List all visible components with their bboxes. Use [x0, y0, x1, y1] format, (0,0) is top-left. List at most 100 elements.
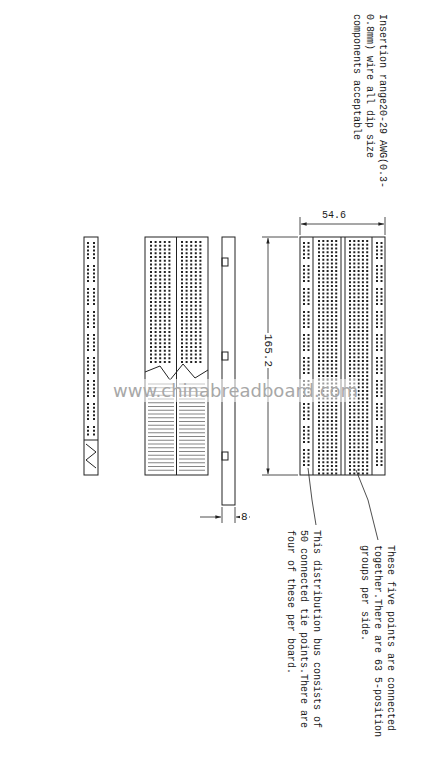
side-notch [222, 452, 228, 460]
tie-point-hole [195, 357, 197, 359]
tie-point-hole [331, 458, 333, 460]
tie-point-hole [308, 418, 310, 420]
tie-point-hole [93, 411, 95, 413]
tie-point-hole [318, 424, 320, 426]
tie-point-hole [331, 240, 333, 242]
tie-point-hole [358, 364, 360, 366]
tie-point-hole [381, 357, 383, 359]
tie-point-hole [318, 420, 320, 422]
tie-point-hole [199, 252, 201, 254]
tie-point-hole [181, 354, 183, 356]
tie-point-hole [353, 454, 355, 456]
tie-point-hole [349, 315, 351, 317]
tie-point-hole [93, 388, 95, 390]
tie-point-hole [376, 342, 378, 344]
tie-point-hole [331, 315, 333, 317]
tie-point-hole [308, 460, 310, 462]
tie-point-hole [376, 246, 378, 248]
tie-point-hole [327, 248, 329, 250]
tie-point-hole [195, 249, 197, 251]
tie-point-hole [327, 326, 329, 328]
metal-strip [148, 406, 174, 407]
tie-point-hole [376, 334, 378, 336]
tie-point-hole [318, 323, 320, 325]
tie-point-hole [318, 413, 320, 415]
tie-point-hole [199, 354, 201, 356]
tie-point-hole [358, 360, 360, 362]
tie-point-hole [303, 265, 305, 267]
tie-point-hole [335, 315, 337, 317]
tie-point-hole [199, 327, 201, 329]
tie-point-hole [159, 309, 161, 311]
tie-point-hole [322, 368, 324, 370]
tie-point-hole [376, 395, 378, 397]
tie-point-hole [303, 311, 305, 313]
tie-point-hole [331, 454, 333, 456]
tie-point-hole [93, 334, 95, 336]
tie-point-hole [376, 391, 378, 393]
tie-point-hole [349, 424, 351, 426]
tie-point-hole [335, 281, 337, 283]
metal-strip [179, 410, 205, 411]
tie-point-hole [366, 375, 368, 377]
tie-point-hole [349, 368, 351, 370]
tie-point-hole [349, 473, 351, 475]
tie-point-hole [199, 264, 201, 266]
tie-point-hole [362, 251, 364, 253]
tie-point-hole [327, 375, 329, 377]
tie-point-hole [366, 416, 368, 418]
tie-point-hole [190, 350, 192, 352]
tie-point-hole [362, 308, 364, 310]
tie-point-hole [366, 244, 368, 246]
tie-point-hole [353, 431, 355, 433]
tie-point-hole [93, 315, 95, 317]
tie-point-hole [164, 327, 166, 329]
tie-point-hole [376, 288, 378, 290]
tie-point-hole [335, 439, 337, 441]
tie-point-hole [308, 338, 310, 340]
tie-point-hole [181, 357, 183, 359]
tie-point-hole [349, 338, 351, 340]
tie-point-hole [362, 416, 364, 418]
tie-point-hole [199, 324, 201, 326]
tie-point-hole [381, 315, 383, 317]
tie-point-hole [318, 443, 320, 445]
tie-point-hole [376, 296, 378, 298]
tie-point-hole [155, 335, 157, 337]
tie-point-hole [335, 428, 337, 430]
tie-point-hole [93, 391, 95, 393]
tie-point-hole [164, 331, 166, 333]
tie-point-hole [353, 446, 355, 448]
tie-point-hole [366, 323, 368, 325]
tie-point-hole [327, 454, 329, 456]
tie-point-hole [308, 276, 310, 278]
tie-point-hole [366, 379, 368, 381]
board-edge-view [84, 237, 98, 475]
tie-point-hole [195, 342, 197, 344]
tie-point-hole [349, 405, 351, 407]
tie-point-hole [322, 465, 324, 467]
tie-point-hole [93, 372, 95, 374]
tie-point-hole [353, 450, 355, 452]
tie-point-hole [362, 424, 364, 426]
tie-point-hole [366, 281, 368, 283]
tie-point-hole [195, 275, 197, 277]
tie-point-hole [381, 280, 383, 282]
tie-point-hole [349, 326, 351, 328]
tie-point-hole [331, 371, 333, 373]
tie-point-hole [358, 368, 360, 370]
tie-point-hole [327, 255, 329, 257]
tie-point-hole [366, 326, 368, 328]
tie-point-hole [353, 341, 355, 343]
tie-point-hole [366, 420, 368, 422]
tie-point-hole [318, 465, 320, 467]
tie-point-hole [168, 290, 170, 292]
tie-point-hole [150, 282, 152, 284]
tie-point-hole [199, 335, 201, 337]
tie-point-hole [362, 405, 364, 407]
tie-point-hole [358, 255, 360, 257]
tie-point-hole [327, 349, 329, 351]
tie-point-hole [195, 260, 197, 262]
tie-point-hole [308, 357, 310, 359]
tie-point-hole [327, 413, 329, 415]
